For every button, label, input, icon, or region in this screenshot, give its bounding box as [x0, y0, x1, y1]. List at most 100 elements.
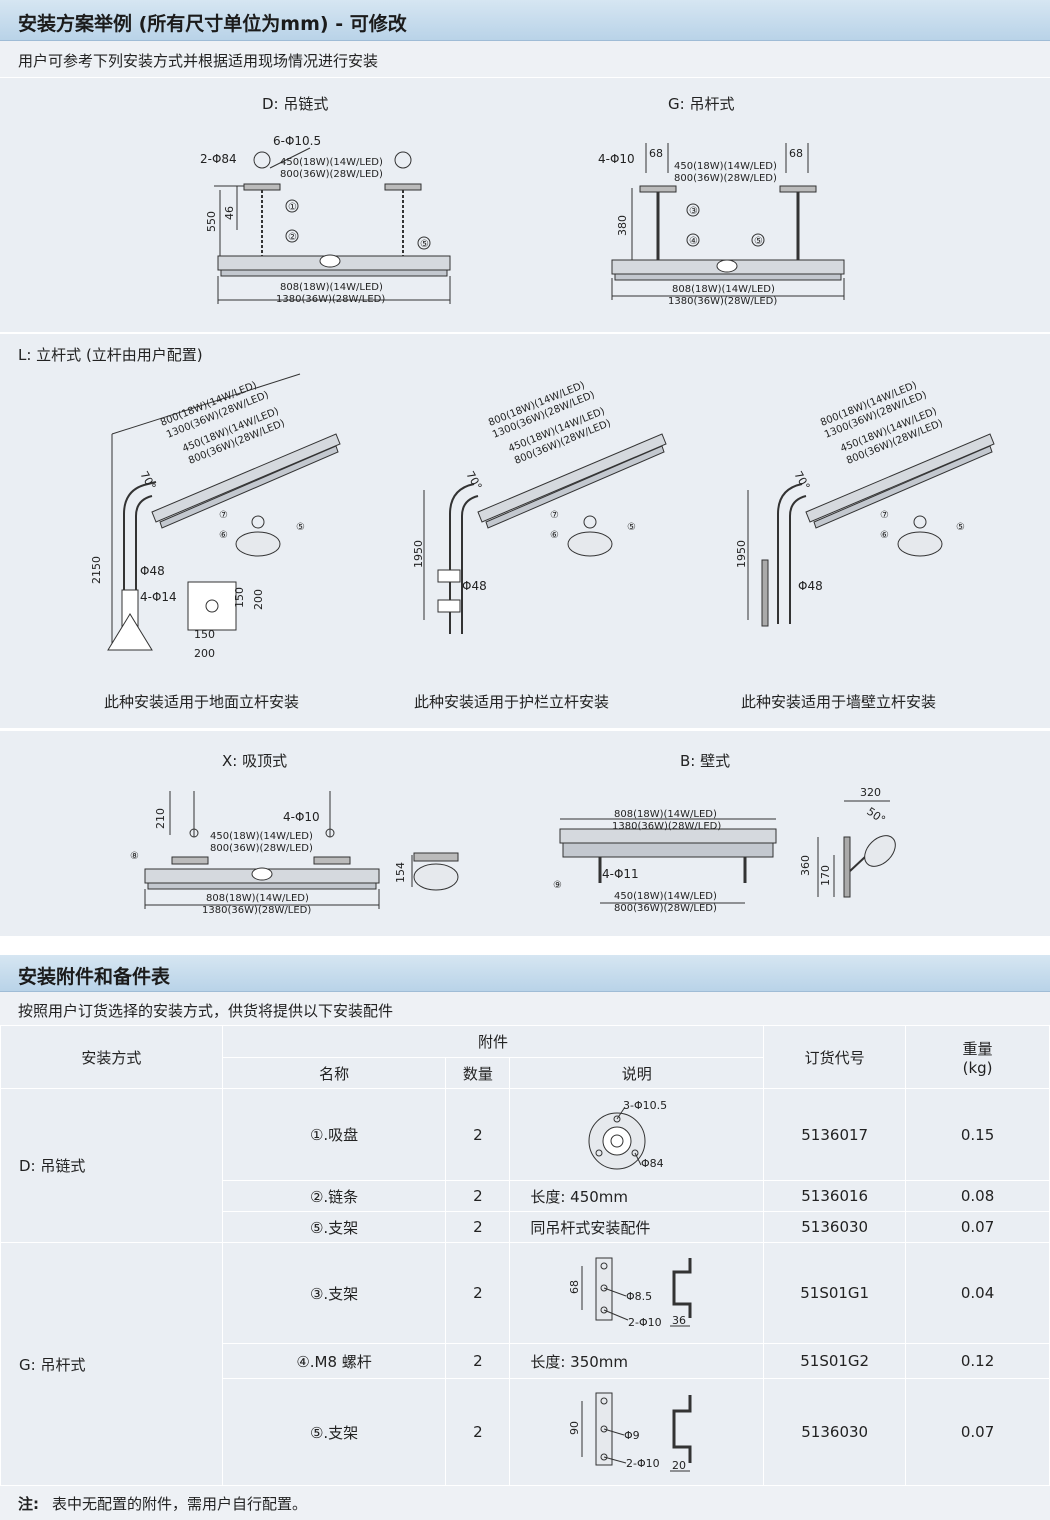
caption-wall: 此种安装适用于墙壁立杆安装 [741, 693, 937, 711]
row-order: 5136030 [763, 1211, 907, 1243]
row-name: ⑤.支架 [221, 1211, 447, 1243]
x-dim-210: 210 [154, 808, 167, 829]
section2-title: 安装附件和备件表 [18, 966, 171, 988]
bracket1-dim-68: 68 [568, 1280, 581, 1294]
row-qty: 2 [445, 1378, 511, 1486]
b-dim-1380: 1380(36W)(28W/LED) [612, 821, 721, 832]
b-title: B: 壁式 [680, 752, 730, 770]
section-title: 安装方案举例 (所有尺寸单位为mm) - 可修改 [18, 13, 407, 35]
th-weight-unit: (kg) [962, 1058, 993, 1077]
d-dim-450: 450(18W)(14W/LED) [280, 157, 383, 168]
l3-angle: 70° [791, 469, 812, 492]
g-callout-4: ④ [689, 236, 698, 247]
g-callout-3: ③ [689, 206, 698, 217]
b-dim-808: 808(18W)(14W/LED) [614, 809, 717, 820]
bracket1-dim-2phi10: 2-Φ10 [628, 1316, 662, 1329]
l2-callout-6: ⑥ [550, 530, 559, 541]
group-g: G: 吊杆式 [0, 1242, 223, 1486]
table-row: ④.M8 螺杆 2 长度: 350mm 51S01G2 0.12 [1, 1343, 1050, 1379]
row-weight: 0.07 [905, 1211, 1050, 1243]
row-desc: 长度: 450mm [509, 1180, 765, 1212]
panel-l-pole: L: 立杆式 (立杆由用户配置) [0, 334, 1050, 728]
l3-callout-7: ⑦ [880, 510, 889, 521]
l1-angle: 70° [137, 469, 158, 492]
diagram-l-pole: 800(18W)(14W/LED) 1300(36W)(28W/LED) 450… [90, 373, 995, 660]
table-row: ⑤.支架 2 90 Φ9 2-Φ10 20 5136030 0.07 [1, 1378, 1050, 1486]
footnote-text: 表中无配置的附件，需用户自行配置。 [52, 1495, 308, 1513]
bracket2-dim-90: 90 [568, 1421, 581, 1435]
l3-callout-6: ⑥ [880, 530, 889, 541]
row-weight: 0.08 [905, 1180, 1050, 1212]
d-callout-1: ① [288, 202, 297, 213]
d-callout-2: ② [288, 232, 297, 243]
panel-d-g: D: 吊链式 G: 吊杆式 6-Φ10.5 2-Φ84 450(18W)(14W… [0, 78, 1050, 332]
d-dim-46: 46 [223, 206, 236, 220]
row-order: 5136017 [763, 1088, 907, 1181]
b-dim-360: 360 [799, 855, 812, 876]
row-name: ⑤.支架 [221, 1378, 447, 1486]
bracket1-dim-phi85: Φ8.5 [626, 1290, 652, 1303]
g-title: G: 吊杆式 [668, 95, 734, 113]
l3-dim-1950: 1950 [735, 540, 748, 568]
g-dim-380: 380 [616, 215, 629, 236]
d-callout-5: ⑤ [420, 239, 429, 250]
th-order: 订货代号 [763, 1025, 907, 1089]
section-subtitle-row: 用户可参考下列安装方式并根据适用现场情况进行安装 [0, 41, 1050, 77]
d-dim-6phi: 6-Φ10.5 [273, 134, 321, 148]
g-dim-808: 808(18W)(14W/LED) [672, 284, 775, 295]
row-desc-disc: 3-Φ10.5 Φ84 [509, 1088, 765, 1181]
b-angle-50: 50° [864, 805, 887, 827]
x-dim-800: 800(36W)(28W/LED) [210, 843, 313, 854]
l-wall-unit [747, 433, 995, 627]
g-dim-4phi: 4-Φ10 [598, 152, 635, 166]
diagram-x-ceiling [144, 791, 459, 909]
l2-angle: 70° [463, 469, 484, 492]
l-guard-unit [423, 433, 667, 634]
table-row: G: 吊杆式 ③.支架 2 68 Φ8.5 2-Φ10 36 51S01G1 0… [0, 1242, 1050, 1486]
row-desc: 长度: 350mm [509, 1343, 765, 1379]
row-desc-bracket: 90 Φ9 2-Φ10 20 [509, 1378, 765, 1486]
x-dim-808: 808(18W)(14W/LED) [206, 893, 309, 904]
l1-dim-phi48: Φ48 [140, 564, 165, 578]
bracket1-dim-36: 36 [672, 1314, 686, 1327]
caption-ground: 此种安装适用于地面立杆安装 [104, 693, 300, 711]
l-title: L: 立杆式 (立杆由用户配置) [18, 346, 203, 364]
b-dim-4phi11: 4-Φ11 [602, 867, 639, 881]
l1-callout-5: ⑤ [296, 522, 305, 533]
l1-dim-200v: 200 [252, 589, 265, 610]
x-dim-1380: 1380(36W)(28W/LED) [202, 905, 311, 916]
th-weight: 重量(kg) [905, 1025, 1050, 1089]
row-weight: 0.15 [905, 1088, 1050, 1181]
l1-dim-4phi14: 4-Φ14 [140, 590, 177, 604]
th-name: 名称 [221, 1057, 447, 1089]
row-order: 51S01G1 [763, 1242, 907, 1344]
table-row: ⑤.支架 2 同吊杆式安装配件 5136030 0.07 [1, 1211, 1050, 1243]
bracket-drawing-1: 68 Φ8.5 2-Φ10 36 [568, 1257, 692, 1329]
bracket2-dim-phi9: Φ9 [624, 1429, 640, 1442]
l1-dim-200h: 200 [194, 647, 215, 660]
row-qty: 2 [445, 1211, 511, 1243]
d-dim-2phi: 2-Φ84 [200, 152, 237, 166]
l-ground-unit [107, 373, 341, 651]
g-dim-800: 800(36W)(28W/LED) [674, 173, 777, 184]
g-dim-450: 450(18W)(14W/LED) [674, 161, 777, 172]
section2-subtitle-row: 按照用户订货选择的安装方式，供货将提供以下安装配件 [0, 992, 1050, 1025]
row-name: ②.链条 [221, 1180, 447, 1212]
panel-x-b: X: 吸顶式 B: 壁式 210 4-Φ10 450(18W)(14W/LED)… [0, 731, 1050, 936]
bracket2-dim-2phi10: 2-Φ10 [626, 1457, 660, 1470]
row-name: ④.M8 螺杆 [221, 1343, 447, 1379]
row-order: 5136030 [763, 1378, 907, 1486]
diagram-b-wall [559, 800, 896, 904]
row-weight: 0.04 [905, 1242, 1050, 1344]
g-dim-1380: 1380(36W)(28W/LED) [668, 296, 777, 307]
b-dim-800: 800(36W)(28W/LED) [614, 903, 717, 914]
bracket2-dim-20: 20 [672, 1459, 686, 1472]
section-header-accessories: 安装附件和备件表 [0, 955, 1050, 992]
row-name: ①.吸盘 [221, 1088, 447, 1181]
g-dim-68-right: 68 [789, 147, 803, 160]
suction-disc-drawing: 3-Φ10.5 Φ84 [588, 1099, 667, 1170]
row-desc-bracket: 68 Φ8.5 2-Φ10 36 [509, 1242, 765, 1344]
th-qty: 数量 [445, 1057, 511, 1089]
th-method: 安装方式 [0, 1025, 223, 1089]
bracket-drawing-2: 90 Φ9 2-Φ10 20 [568, 1392, 692, 1472]
